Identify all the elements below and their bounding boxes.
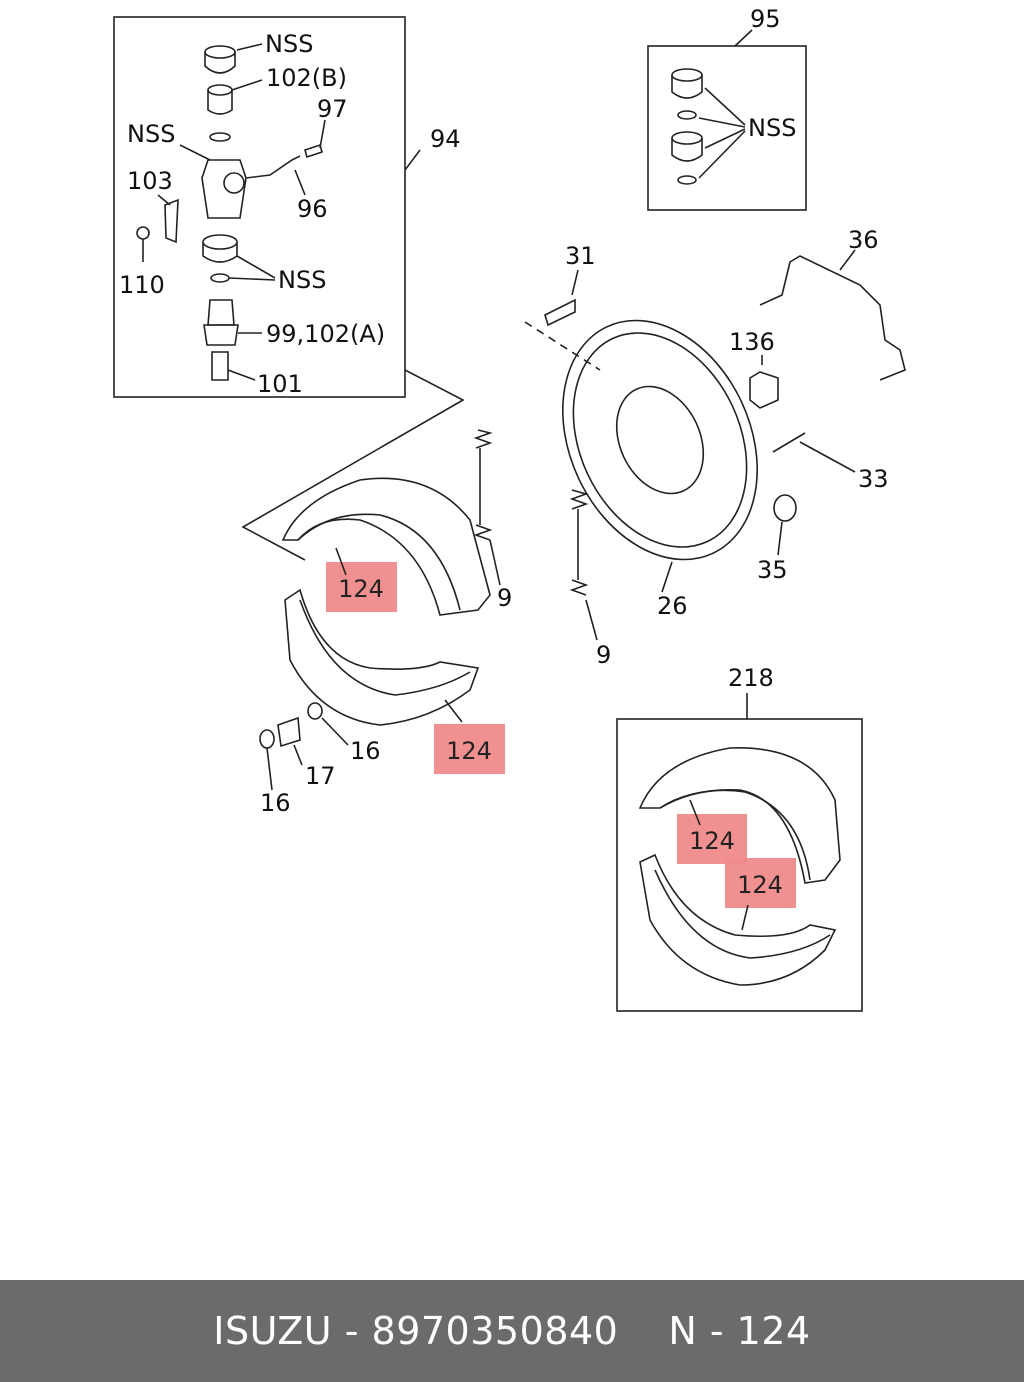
return-spring-upper bbox=[473, 429, 493, 541]
label-9: 9 bbox=[497, 584, 512, 612]
label-101: 101 bbox=[257, 370, 303, 398]
label-218: 218 bbox=[728, 664, 774, 692]
highlight-124-set-lower: 124 bbox=[725, 858, 796, 908]
exploded-view-drawing: 124 124 124 124 NSS 102(B) 97 NSS 94 103… bbox=[113, 5, 906, 1012]
label-17: 17 bbox=[305, 762, 336, 790]
label-95: 95 bbox=[750, 5, 781, 33]
label-94: 94 bbox=[430, 125, 461, 153]
wheel-cylinder-box bbox=[113, 16, 406, 398]
highlight-124-shoe-lower: 124 bbox=[434, 724, 505, 774]
label-nss: NSS bbox=[278, 266, 326, 294]
ref-number: 124 bbox=[736, 1309, 811, 1353]
brake-shoe-lower bbox=[284, 588, 480, 726]
highlight-label: 124 bbox=[737, 871, 783, 899]
brand-name: ISUZU bbox=[213, 1309, 333, 1353]
brake-shoe-upper bbox=[281, 477, 491, 616]
label-nss: NSS bbox=[265, 30, 313, 58]
repair-kit-parts bbox=[671, 68, 746, 185]
label-97: 97 bbox=[317, 95, 348, 123]
wheel-cylinder-parts bbox=[136, 43, 326, 381]
label-36: 36 bbox=[848, 226, 879, 254]
label-9: 9 bbox=[596, 641, 611, 669]
parts-diagram: 124 124 124 124 NSS 102(B) 97 NSS 94 103… bbox=[113, 5, 906, 1012]
highlight-label: 124 bbox=[689, 827, 735, 855]
repair-kit-box bbox=[647, 45, 807, 211]
ref-prefix: N bbox=[668, 1309, 698, 1353]
label-35: 35 bbox=[757, 556, 788, 584]
label-110: 110 bbox=[119, 271, 165, 299]
label-nss: NSS bbox=[127, 120, 175, 148]
highlight-label: 124 bbox=[338, 575, 384, 603]
label-96: 96 bbox=[297, 195, 328, 223]
backing-plate bbox=[524, 269, 758, 593]
label-102b: 102(B) bbox=[266, 64, 347, 92]
highlight-124-shoe-upper: 124 bbox=[326, 562, 397, 612]
shoe-set-parts bbox=[638, 747, 841, 986]
ref-separator: - bbox=[709, 1309, 725, 1353]
label-26: 26 bbox=[657, 592, 688, 620]
label-136: 136 bbox=[729, 328, 775, 356]
brake-pipe bbox=[759, 255, 906, 381]
label-103: 103 bbox=[127, 167, 173, 195]
part-number: 8970350840 bbox=[371, 1309, 619, 1353]
label-16: 16 bbox=[260, 789, 291, 817]
highlight-label: 124 bbox=[446, 737, 492, 765]
part-info-bar: ISUZU - 8970350840 N - 124 bbox=[0, 1280, 1024, 1382]
label-nss: NSS bbox=[748, 114, 796, 142]
shoe-set-box bbox=[616, 718, 863, 1012]
return-spring-lower bbox=[569, 489, 589, 596]
label-99-102a: 99,102(A) bbox=[266, 320, 385, 348]
brand-separator: - bbox=[344, 1309, 359, 1353]
label-33: 33 bbox=[858, 465, 889, 493]
highlight-124-set-upper: 124 bbox=[677, 814, 747, 864]
label-31: 31 bbox=[565, 242, 596, 270]
label-16: 16 bbox=[350, 737, 381, 765]
